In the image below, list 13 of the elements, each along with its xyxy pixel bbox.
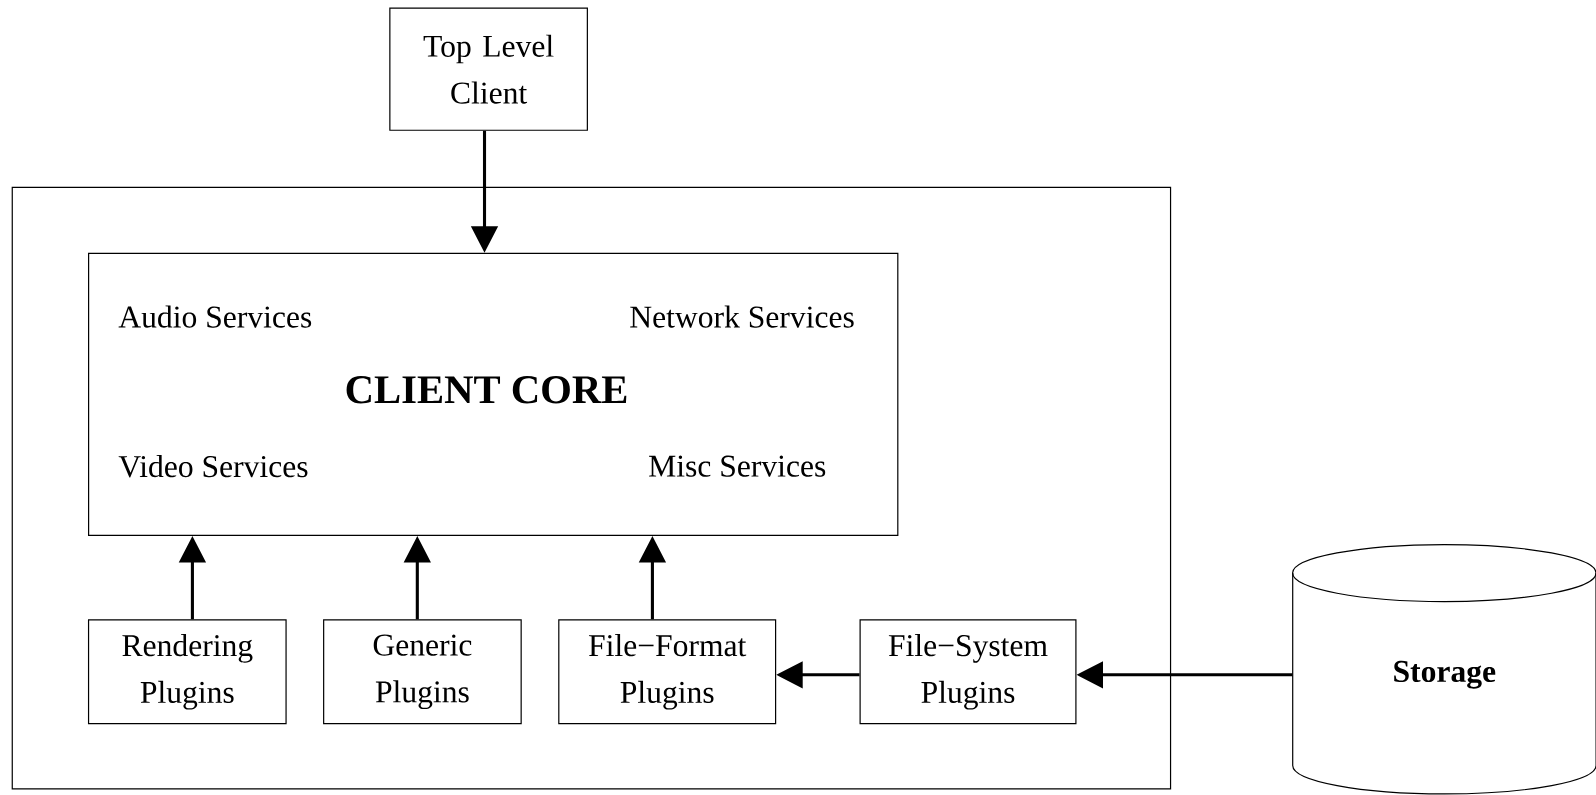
node-label: Storage — [1394, 660, 1496, 689]
component-box: File−Format Plugins — [558, 619, 777, 725]
core-title: CLIENT CORE — [346, 376, 627, 404]
component-box: Top Level Client — [389, 7, 588, 131]
service-label: Misc Services — [649, 455, 826, 477]
storage-cylinder: Storage — [1292, 544, 1596, 795]
service-label: Audio Services — [118, 305, 312, 328]
service-label: Video Services — [118, 455, 308, 478]
component-box: File−System Plugins — [859, 619, 1077, 725]
container-box — [11, 186, 1172, 790]
component-box: Generic Plugins — [323, 619, 522, 725]
service-label: Network Services — [630, 305, 854, 328]
component-box: Rendering Plugins — [87, 619, 287, 725]
